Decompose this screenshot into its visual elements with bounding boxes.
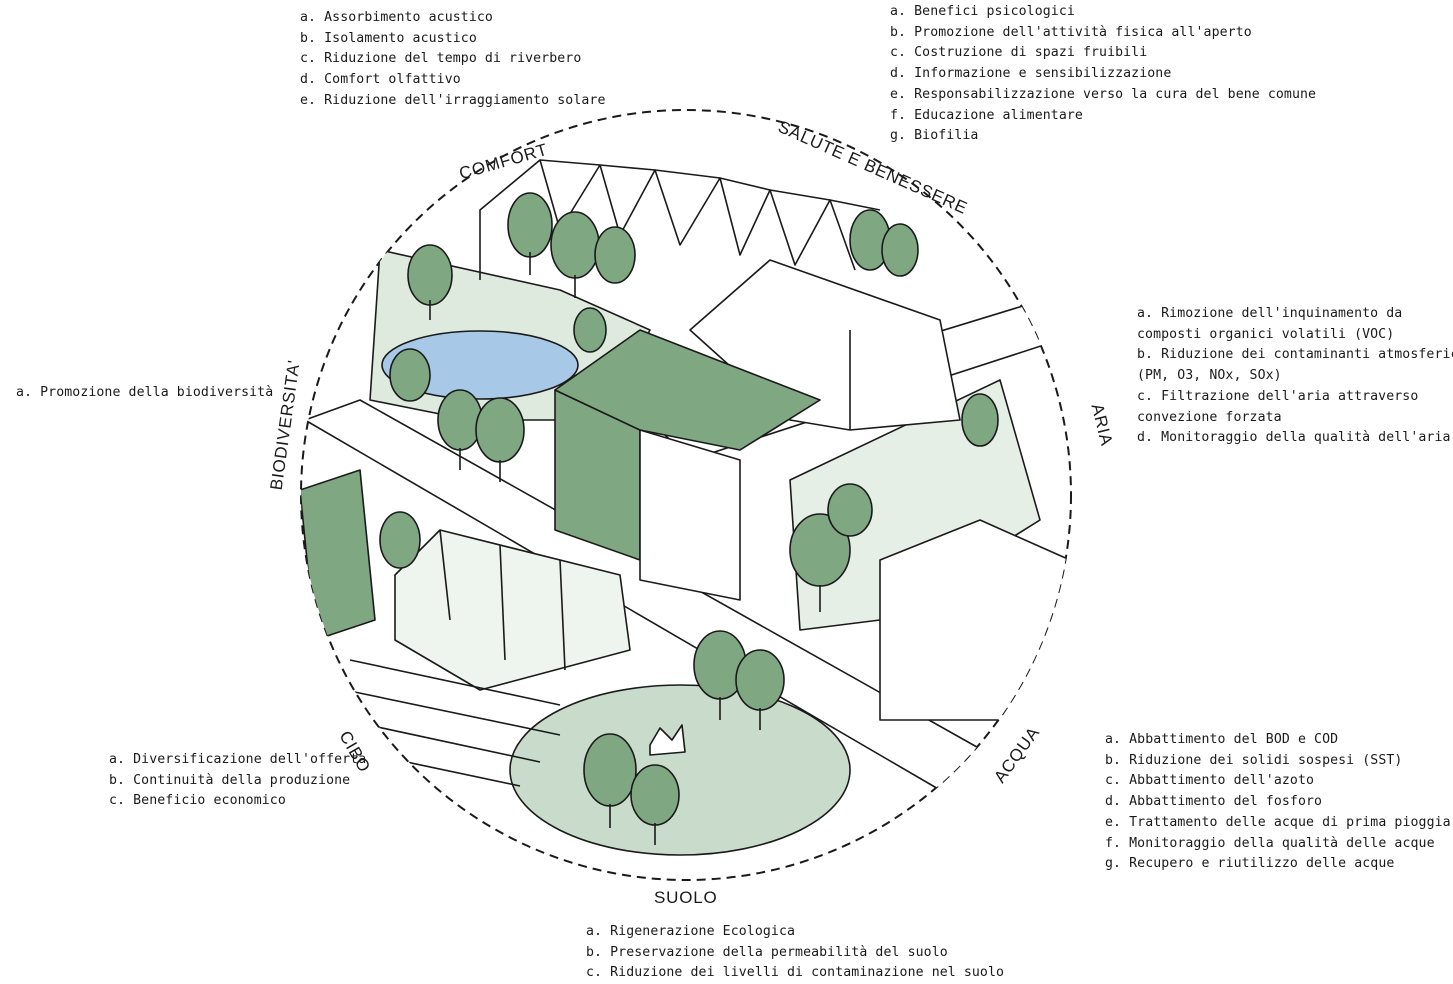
biodiversita-item: a. Promozione della biodiversità bbox=[16, 385, 274, 400]
comfort-item: a. Assorbimento acustico bbox=[300, 10, 493, 25]
dashed-circle bbox=[300, 109, 1072, 881]
acqua-item: b. Riduzione dei solidi sospesi (SST) bbox=[1105, 752, 1403, 768]
aria-item: convezione forzata bbox=[1137, 409, 1282, 425]
salute-item: b. Promozione dell'attività fisica all'a… bbox=[890, 24, 1252, 40]
aria-item: composti organici volatili (VOC) bbox=[1137, 326, 1395, 342]
building-far-right bbox=[879, 519, 1071, 721]
suolo-item: b. Preservazione della permeabilità del … bbox=[586, 944, 948, 960]
aria-benefits-list: a. Rimozione dell'inquinamento da compos… bbox=[1137, 304, 1453, 449]
comfort-item: e. Riduzione dell'irraggiamento solare bbox=[300, 92, 606, 108]
aria-item: b. Riduzione dei contaminanti atmosferic… bbox=[1137, 347, 1453, 363]
aria-item: c. Filtrazione dell'aria attraverso bbox=[1137, 388, 1419, 404]
acqua-item: g. Recupero e riutilizzo delle acque bbox=[1105, 856, 1395, 872]
soil-garden bbox=[509, 684, 851, 856]
cibo-item: b. Continuità della produzione bbox=[109, 772, 351, 788]
white-block bbox=[639, 429, 741, 601]
suolo-item: a. Rigenerazione Ecologica bbox=[586, 924, 796, 939]
salute-item: e. Responsabilizzazione verso la cura de… bbox=[890, 86, 1317, 102]
acqua-item: d. Abbattimento del fosforo bbox=[1105, 794, 1323, 810]
cibo-benefits-list: a. Diversificazione dell'offerta b. Cont… bbox=[109, 750, 366, 812]
salute-item: g. Biofilia bbox=[890, 128, 979, 144]
garden-sculpture bbox=[649, 724, 686, 756]
acqua-item: c. Abbattimento dell'azoto bbox=[1105, 773, 1315, 789]
comfort-benefits-list: a. Assorbimento acustico b. Isolamento a… bbox=[300, 8, 606, 112]
acqua-item: e. Trattamento delle acque di prima piog… bbox=[1105, 814, 1451, 830]
biodiversita-benefits-list: a. Promozione della biodiversità bbox=[16, 383, 273, 404]
acqua-item: f. Monitoraggio della qualità delle acqu… bbox=[1105, 835, 1435, 851]
salute-item: d. Informazione e sensibilizzazione bbox=[890, 66, 1172, 82]
pond bbox=[381, 330, 579, 400]
green-tower-top bbox=[554, 329, 821, 451]
comfort-item: b. Isolamento acustico bbox=[300, 30, 477, 46]
salute-item: c. Costruzione di spazi fruibili bbox=[890, 45, 1148, 61]
acqua-item: a. Abbattimento del BOD e COD bbox=[1105, 732, 1339, 747]
salute-item: a. Benefici psicologici bbox=[890, 4, 1075, 19]
cibo-item: c. Beneficio economico bbox=[109, 793, 286, 809]
salute-item: f. Educazione alimentare bbox=[890, 107, 1083, 123]
green-wall-left bbox=[301, 469, 376, 641]
aria-item: d. Monitoraggio della qualità dell'aria bbox=[1137, 430, 1451, 446]
salute-benefits-list: a. Benefici psicologici b. Promozione de… bbox=[890, 2, 1316, 147]
houses-roofline bbox=[479, 159, 856, 280]
cibo-item: a. Diversificazione dell'offerta bbox=[109, 752, 367, 767]
suolo-benefits-list: a. Rigenerazione Ecologica b. Preservazi… bbox=[586, 922, 1004, 984]
category-suolo: SUOLO bbox=[654, 888, 718, 907]
aria-item: (PM, O3, NOx, SOx) bbox=[1137, 368, 1282, 384]
comfort-item: d. Comfort olfattivo bbox=[300, 72, 461, 88]
comfort-item: c. Riduzione del tempo di riverbero bbox=[300, 51, 582, 67]
tree-trunks bbox=[429, 252, 821, 845]
aria-item: a. Rimozione dell'inquinamento da bbox=[1137, 306, 1403, 321]
suolo-item: c. Riduzione dei livelli di contaminazio… bbox=[586, 965, 1005, 981]
acqua-benefits-list: a. Abbattimento del BOD e COD b. Riduzio… bbox=[1105, 730, 1451, 875]
trees bbox=[379, 192, 999, 826]
